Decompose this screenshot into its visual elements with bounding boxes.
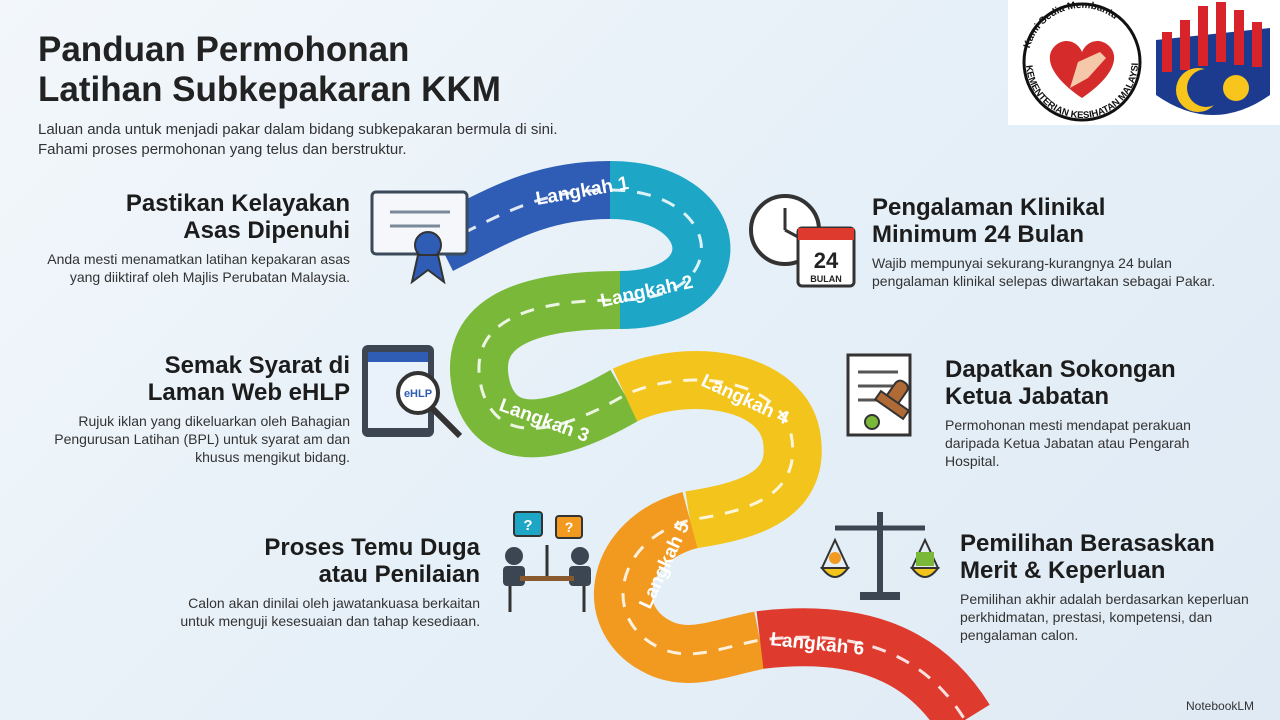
step-1-heading: Pastikan Kelayakan Asas Dipenuhi xyxy=(125,190,350,244)
svg-text:?: ? xyxy=(523,517,532,534)
notebooklm-brand: NotebookLM xyxy=(1186,699,1255,713)
kkm-logo: Kami Sedia Membantu KEMENTERIAN KESIHATA… xyxy=(1008,0,1270,122)
document-stamp-icon xyxy=(846,353,912,437)
step-3-block: Semak Syarat di Laman Web eHLP Rujuk ikl… xyxy=(20,352,350,466)
step-5-heading: Proses Temu Duga atau Penilaian xyxy=(264,534,480,588)
step-1-block: Pastikan Kelayakan Asas Dipenuhi Anda me… xyxy=(40,190,350,286)
step-4-text: Permohonan mesti mendapat perakuan darip… xyxy=(945,417,1191,469)
step-2-heading: Pengalaman Klinikal Minimum 24 Bulan xyxy=(872,194,1106,248)
step-3-text: Rujuk iklan yang dikeluarkan oleh Bahagi… xyxy=(54,413,350,465)
hand-icon xyxy=(1070,52,1106,88)
page-title: Panduan Permohonan Latihan Subkepakaran … xyxy=(38,30,501,110)
step-6-block: Pemilihan Berasaskan Merit & Keperluan P… xyxy=(960,530,1260,644)
road-markings xyxy=(439,188,967,720)
calendar-caption: BULAN xyxy=(810,274,842,284)
ehlp-icon-text: eHLP xyxy=(404,388,432,400)
svg-text:?: ? xyxy=(565,519,574,535)
step-6-text: Pemilihan akhir adalah berdasarkan keper… xyxy=(960,591,1249,643)
calendar-number: 24 xyxy=(814,248,839,273)
step-4-block: Dapatkan Sokongan Ketua Jabatan Permohon… xyxy=(945,356,1245,470)
step-2-text: Wajib mempunyai sekurang-kurangnya 24 bu… xyxy=(872,255,1216,289)
scales-icon xyxy=(820,512,940,600)
clock-calendar-icon: 24 BULAN xyxy=(749,194,856,288)
logos: Kami Sedia Membantu KEMENTERIAN KESIHATA… xyxy=(1008,0,1280,125)
title-line-1: Panduan Permohonan xyxy=(38,30,410,69)
intro-text: Laluan anda untuk menjadi pakar dalam bi… xyxy=(38,121,558,158)
step-5-block: Proses Temu Duga atau Penilaian Calon ak… xyxy=(170,534,480,630)
step-5-text: Calon akan dinilai oleh jawatankuasa ber… xyxy=(180,595,480,629)
step-6-heading: Pemilihan Berasaskan Merit & Keperluan xyxy=(960,530,1215,584)
title-line-2: Latihan Subkepakaran KKM xyxy=(38,70,501,109)
step-3-heading: Semak Syarat di Laman Web eHLP xyxy=(147,352,350,406)
step-2-block: Pengalaman Klinikal Minimum 24 Bulan Waj… xyxy=(872,194,1242,290)
tablet-search-icon: eHLP xyxy=(362,345,463,439)
step-1-text: Anda mesti menamatkan latihan kepakaran … xyxy=(47,251,350,285)
jata-logo xyxy=(1156,2,1270,115)
certificate-icon xyxy=(370,190,469,285)
step-4-heading: Dapatkan Sokongan Ketua Jabatan xyxy=(945,356,1176,410)
interview-icon: ? ? xyxy=(503,511,591,612)
